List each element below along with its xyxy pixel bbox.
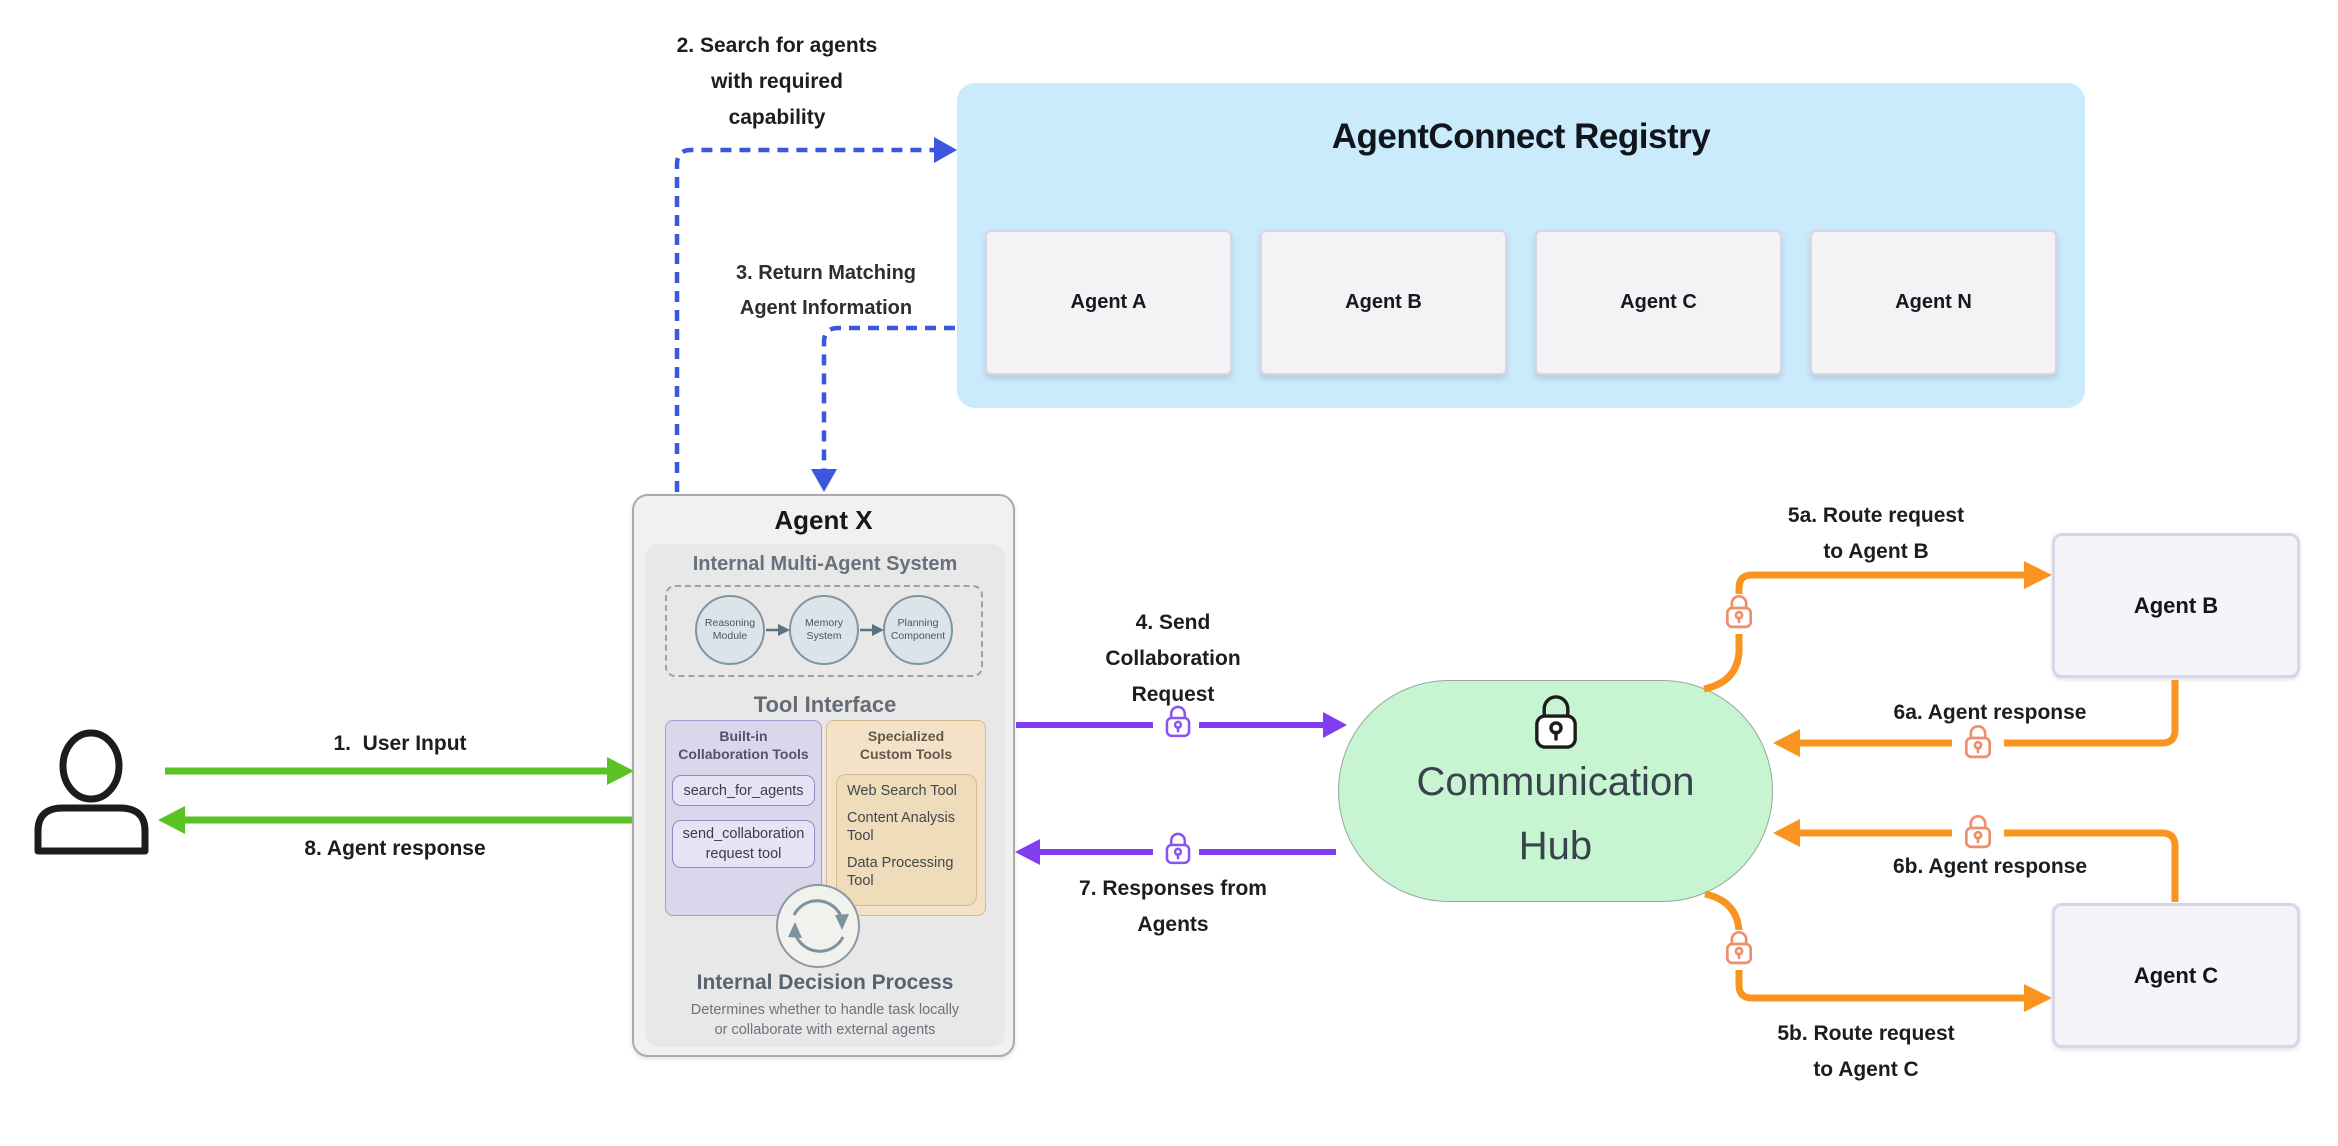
communication-hub-title: Communication Hub — [1416, 760, 1695, 868]
tool-interface-title: Tool Interface — [753, 692, 897, 717]
agentconnect-registry-box: AgentConnect Registry Agent A Agent B Ag… — [957, 83, 2085, 408]
user-person-icon — [34, 729, 149, 855]
arrow-agent-response-to-user — [158, 806, 632, 834]
line-gap — [1731, 594, 1747, 634]
web-search-tool-item: Web Search Tool — [847, 783, 957, 799]
registry-agent-a-label: Agent A — [1070, 291, 1147, 313]
registry-title: AgentConnect Registry — [1331, 117, 1711, 156]
arrow-route-request-agent-b — [1703, 561, 2052, 693]
step3-label: 3. Return Matching Agent Information — [735, 262, 917, 319]
line-gap — [1952, 736, 2004, 750]
step8-label: 8. Agent response — [304, 837, 486, 860]
external-agent-c-label: Agent C — [2133, 962, 2219, 988]
custom-tools-title: Specialized Custom Tools — [859, 728, 953, 762]
padlock-icon-step5a — [1726, 595, 1752, 628]
registry-agent-n-label: Agent N — [1895, 291, 1972, 313]
agent-x-title: Agent X — [774, 505, 873, 535]
registry-agent-a-card: Agent A — [985, 230, 1232, 375]
step4-label: 4. Send Collaboration Request — [1105, 611, 1241, 706]
arrow-route-request-agent-c — [1704, 890, 2052, 1012]
external-agent-b-label: Agent B — [2133, 592, 2219, 618]
agent-x-box: Agent X Internal Multi-Agent System Tool… — [632, 494, 1015, 1057]
arrow-send-collaboration-request — [1016, 712, 1347, 738]
memory-system-label: Memory System — [805, 617, 843, 642]
external-agent-b-box: Agent B — [2052, 533, 2300, 678]
step5a-label: 5a. Route request to Agent B — [1787, 504, 1965, 563]
line-gap — [1952, 826, 2004, 840]
builtin-collaboration-tools-box: Built-in Collaboration Tools search_for_… — [665, 720, 822, 916]
content-analysis-tool-item: Content Analysis Tool — [847, 810, 956, 844]
step1-label: 1. User Input — [333, 732, 467, 755]
reasoning-module-label: Reasoning Module — [704, 617, 756, 642]
lock-icon — [1535, 696, 1576, 748]
data-processing-tool-item: Data Processing Tool — [847, 855, 954, 889]
padlock-icon-step5b — [1726, 931, 1752, 964]
registry-agent-n-card: Agent N — [1810, 230, 2057, 375]
communication-hub: Communication Hub — [1338, 680, 1773, 902]
internal-decision-process-title: Internal Decision Process — [696, 971, 954, 994]
internal-multi-agent-system-title: Internal Multi-Agent System — [692, 553, 958, 575]
search-for-agents-tool: search_for_agents — [672, 775, 815, 806]
arrow-return-matching-agents — [811, 325, 955, 492]
padlock-icon-step6b — [1965, 815, 1991, 848]
specialized-custom-tools-box: Specialized Custom Tools Web Search Tool… — [826, 720, 986, 916]
planning-component-label: Planning Component — [890, 617, 946, 642]
padlock-icon-step7 — [1166, 833, 1190, 864]
module-dashed-container — [665, 585, 983, 677]
registry-agent-b-label: Agent B — [1345, 291, 1422, 313]
send-collaboration-request-tool: send_collaboration request tool — [672, 820, 815, 868]
step7-label: 7. Responses from Agents — [1079, 877, 1267, 936]
step6a-label: 6a. Agent response — [1893, 701, 2087, 724]
external-agent-c-box: Agent C — [2052, 903, 2300, 1048]
registry-agent-c-card: Agent C — [1535, 230, 1782, 375]
line-gap — [1153, 845, 1199, 859]
registry-agent-c-label: Agent C — [1620, 291, 1697, 313]
step5b-label: 5b. Route request to Agent C — [1777, 1022, 1955, 1081]
arrow-responses-from-agents — [1015, 839, 1336, 865]
step6b-label: 6b. Agent response — [1892, 855, 2088, 878]
custom-tools-list: Web Search Tool Content Analysis Tool Da… — [836, 774, 977, 906]
registry-agent-b-card: Agent B — [1260, 230, 1507, 375]
step2-label: 2. Search for agents with required capab… — [676, 34, 878, 129]
internal-decision-process-description: Determines whether to handle task locall… — [690, 1002, 960, 1038]
line-gap — [1153, 716, 1199, 734]
line-gap — [1731, 930, 1747, 970]
builtin-tools-title: Built-in Collaboration Tools — [678, 728, 809, 762]
